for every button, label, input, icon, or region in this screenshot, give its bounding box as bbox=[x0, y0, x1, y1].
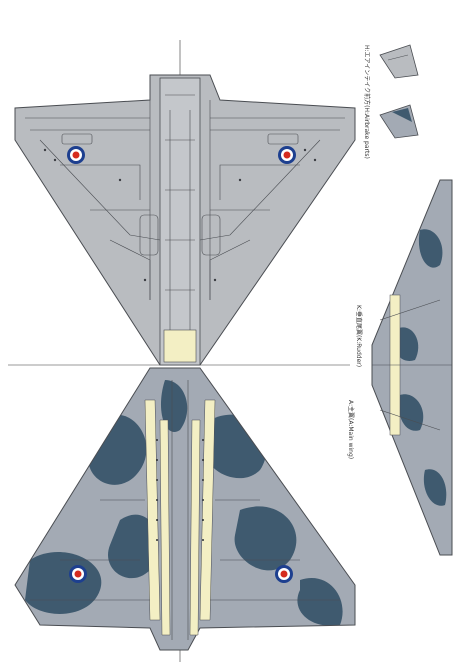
roundel-upper-right bbox=[278, 146, 296, 164]
cream-strip-left-outer bbox=[144, 399, 161, 621]
airbrake-part-2 bbox=[379, 104, 419, 139]
main-wing-lower-part bbox=[14, 367, 356, 651]
cream-strip-right-inner bbox=[189, 419, 201, 636]
label-rudder: K:垂直尾翼(K:Rudder) bbox=[355, 305, 362, 368]
rudder-part bbox=[371, 179, 453, 556]
airbrake-part-1 bbox=[379, 44, 419, 79]
cream-part-upper bbox=[163, 329, 197, 363]
roundel-upper-left bbox=[67, 146, 85, 164]
airbrake-parts bbox=[379, 44, 419, 139]
cream-strip-left-inner bbox=[159, 419, 171, 636]
main-wing-upper-part bbox=[14, 74, 356, 366]
roundel-lower-left bbox=[69, 565, 87, 583]
roundel-lower-right bbox=[275, 565, 293, 583]
label-airbrake: H:エアインテイク前方(H:Airbrake parts) bbox=[363, 45, 370, 159]
fuselage-spine bbox=[159, 77, 201, 366]
cream-strip-right-outer bbox=[199, 399, 216, 621]
label-main-wing: A:主翼(A:Main wing) bbox=[347, 400, 354, 460]
camo-blue-patches bbox=[25, 380, 343, 626]
rudder-shape bbox=[371, 179, 453, 556]
